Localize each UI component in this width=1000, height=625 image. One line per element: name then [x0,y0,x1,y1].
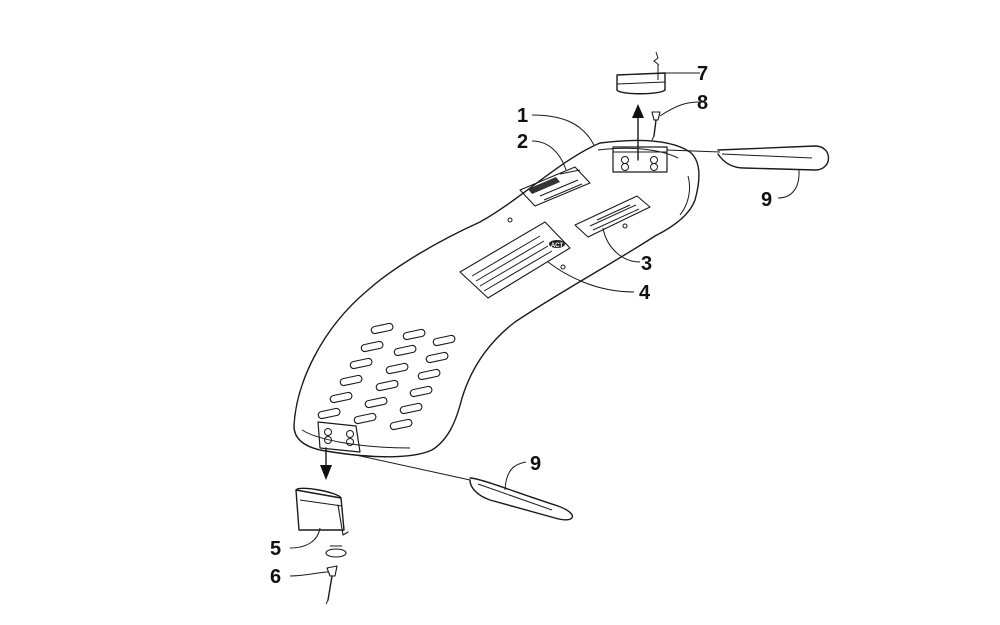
part-7-hinge [616,51,666,95]
callout-3: 3 [641,253,652,275]
callout-labels: 1 2 3 4 5 6 7 8 9 9 [270,63,772,588]
part-9-handle-bottom [469,477,573,521]
callout-4: 4 [639,282,651,304]
decal-2 [519,166,591,207]
callout-7: 7 [697,63,708,85]
callout-1: 1 [517,105,528,127]
callout-8: 8 [697,92,708,114]
callout-9-bottom: 9 [530,453,541,475]
part-8-rivet [651,111,661,141]
bottom-hinge-mount [317,421,471,481]
washer [325,545,347,558]
decal-logo: ACT [551,243,564,249]
callout-5: 5 [270,538,281,560]
callout-6: 6 [270,566,281,588]
vent-slots [317,322,456,431]
decal-3 [574,195,651,238]
down-arrow [320,447,332,480]
decal-4: ACT [459,221,571,299]
leader-lines [289,72,800,577]
callout-9-top: 9 [761,189,772,211]
callout-2: 2 [517,131,528,153]
part-5-hinge [295,487,349,536]
top-hinge-mount [612,146,721,173]
up-arrow [632,104,644,161]
part-6-rivet [325,565,338,605]
part-9-handle-top [717,145,830,171]
main-panel [293,139,700,458]
